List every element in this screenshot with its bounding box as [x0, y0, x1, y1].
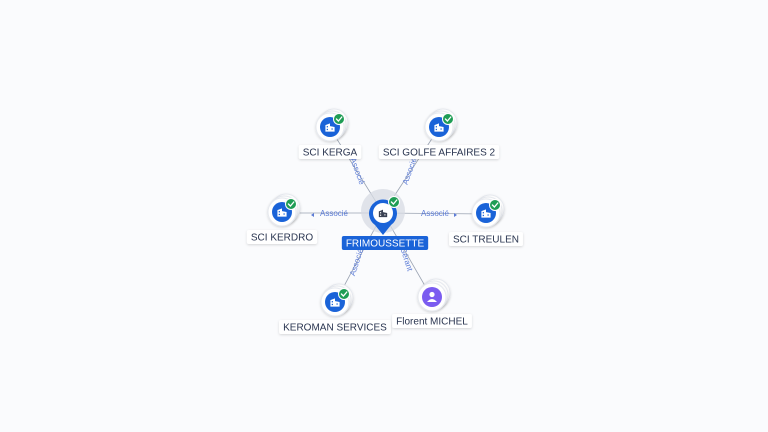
- node-michel[interactable]: Florent MICHEL: [392, 278, 472, 328]
- edge-arrow-icon: [454, 213, 457, 217]
- edge-label-treulen: Associé: [421, 209, 450, 218]
- verified-check-icon: [442, 113, 454, 125]
- svg-text:SCI KERDRO: SCI KERDRO: [251, 233, 313, 244]
- person-icon: [427, 291, 437, 302]
- edge-label-kerdro: Associé: [320, 209, 349, 218]
- edge-label-kerga: Associé: [348, 156, 366, 186]
- edge-label-michel: Gérant: [398, 246, 414, 273]
- node-golfe[interactable]: SCI GOLFE AFFAIRES 2: [378, 108, 500, 159]
- edge-arrow-icon: [311, 213, 314, 217]
- edge-label-keroman: Associé: [348, 247, 365, 277]
- svg-text:Florent MICHEL: Florent MICHEL: [396, 317, 468, 328]
- node-kerdro[interactable]: SCI KERDRO: [246, 193, 318, 244]
- building-icon: [277, 208, 287, 217]
- verified-check-icon: [285, 198, 297, 210]
- node-label-keroman: KEROMAN SERVICES: [279, 320, 391, 334]
- node-label-kerga: SCI KERGA: [298, 145, 362, 159]
- svg-text:FRIMOUSSETTE: FRIMOUSSETTE: [346, 239, 425, 250]
- center-label: FRIMOUSSETTE: [341, 236, 429, 250]
- node-label-michel: Florent MICHEL: [392, 314, 472, 328]
- verified-check-icon: [338, 288, 350, 300]
- node-label-kerdro: SCI KERDRO: [246, 230, 318, 244]
- edge-label-golfe: Associé: [401, 156, 419, 186]
- verified-check-icon: [333, 113, 345, 125]
- verified-check-icon: [489, 199, 501, 211]
- svg-text:SCI GOLFE AFFAIRES 2: SCI GOLFE AFFAIRES 2: [383, 148, 496, 159]
- svg-text:SCI TREULEN: SCI TREULEN: [453, 235, 519, 246]
- verified-check-icon: [388, 196, 400, 208]
- building-icon: [325, 123, 335, 132]
- building-icon: [434, 123, 444, 132]
- svg-text:SCI KERGA: SCI KERGA: [303, 148, 358, 159]
- node-keroman[interactable]: KEROMAN SERVICES: [279, 283, 391, 334]
- node-treulen[interactable]: SCI TREULEN: [449, 194, 523, 246]
- svg-text:KEROMAN SERVICES: KEROMAN SERVICES: [283, 323, 387, 334]
- building-icon: [330, 298, 340, 307]
- building-icon: [378, 209, 388, 218]
- node-label-golfe: SCI GOLFE AFFAIRES 2: [378, 145, 500, 159]
- node-label-treulen: SCI TREULEN: [449, 232, 523, 246]
- node-center[interactable]: FRIMOUSSETTE: [341, 189, 429, 250]
- building-icon: [481, 209, 491, 218]
- node-kerga[interactable]: SCI KERGA: [298, 108, 362, 159]
